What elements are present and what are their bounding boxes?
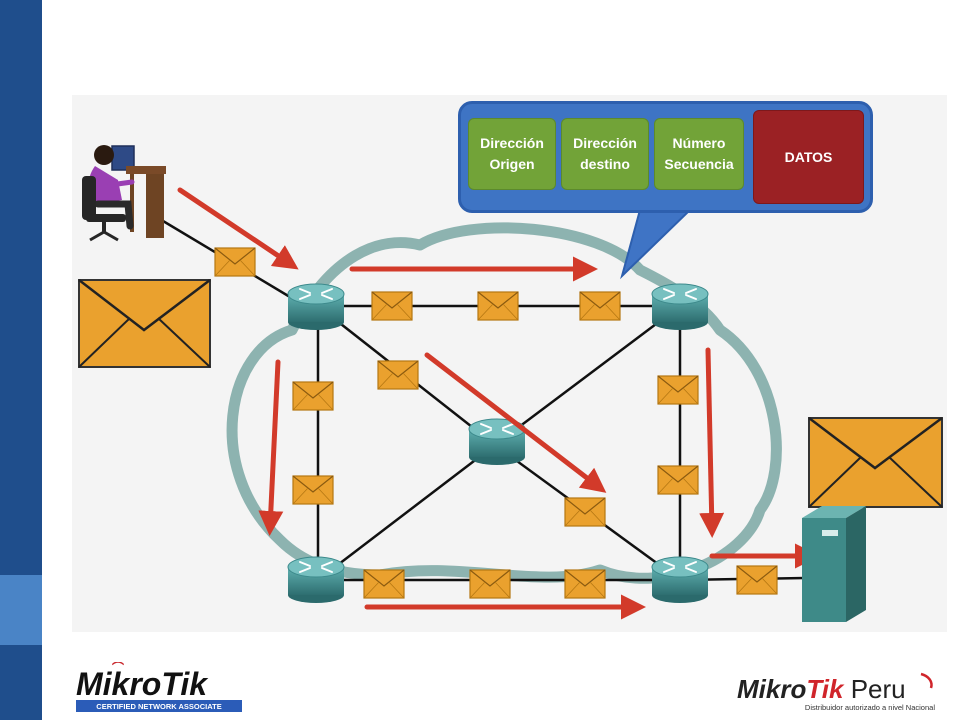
router-icon xyxy=(651,283,709,331)
svg-text:MikroTik Peru: MikroTik Peru xyxy=(737,674,906,704)
mikrotik-certified-logo: MikroTik ⌒ CERTIFIED NETWORK ASSOCIATE xyxy=(76,662,242,712)
svg-text:⌒: ⌒ xyxy=(111,662,124,675)
envelope-icon xyxy=(377,360,419,390)
callout-pointer xyxy=(620,209,693,280)
envelope-icon xyxy=(657,375,699,405)
router-icon xyxy=(287,283,345,331)
envelope-icon xyxy=(477,291,519,321)
envelope-icon xyxy=(292,475,334,505)
envelope-icon xyxy=(78,279,211,368)
packet-flow-arrows xyxy=(177,187,820,620)
svg-text:MikroTik: MikroTik xyxy=(76,666,209,702)
envelope-icon xyxy=(469,569,511,599)
envelope-icon xyxy=(657,465,699,495)
svg-text:Distribuidor autorizado a nive: Distribuidor autorizado a nivel Nacional xyxy=(805,703,935,712)
destination-address-field: Dirección destino xyxy=(561,118,649,190)
envelope-icon xyxy=(808,416,943,508)
server-icon xyxy=(802,506,866,622)
envelope-icon xyxy=(736,565,778,595)
router-icon xyxy=(287,556,345,604)
svg-text:CERTIFIED NETWORK ASSOCIATE: CERTIFIED NETWORK ASSOCIATE xyxy=(96,702,221,711)
envelope-icon xyxy=(292,381,334,411)
router-icon xyxy=(651,556,709,604)
source-address-field: Dirección Origen xyxy=(468,118,556,190)
network-cloud xyxy=(226,222,782,584)
envelope-icon xyxy=(564,569,606,599)
user-at-computer-icon xyxy=(82,145,166,242)
envelope-icon xyxy=(214,247,256,277)
envelope-icon xyxy=(371,291,413,321)
sequence-number-field: Número Secuencia xyxy=(654,118,744,190)
envelope-icon xyxy=(564,497,606,527)
mikrotik-peru-logo: MikroTik Peru Distribuidor autorizado a … xyxy=(737,672,935,712)
envelope-icon xyxy=(363,569,405,599)
data-field: DATOS xyxy=(753,110,864,204)
sidebar-accent-block xyxy=(0,575,42,645)
envelope-icon xyxy=(579,291,621,321)
